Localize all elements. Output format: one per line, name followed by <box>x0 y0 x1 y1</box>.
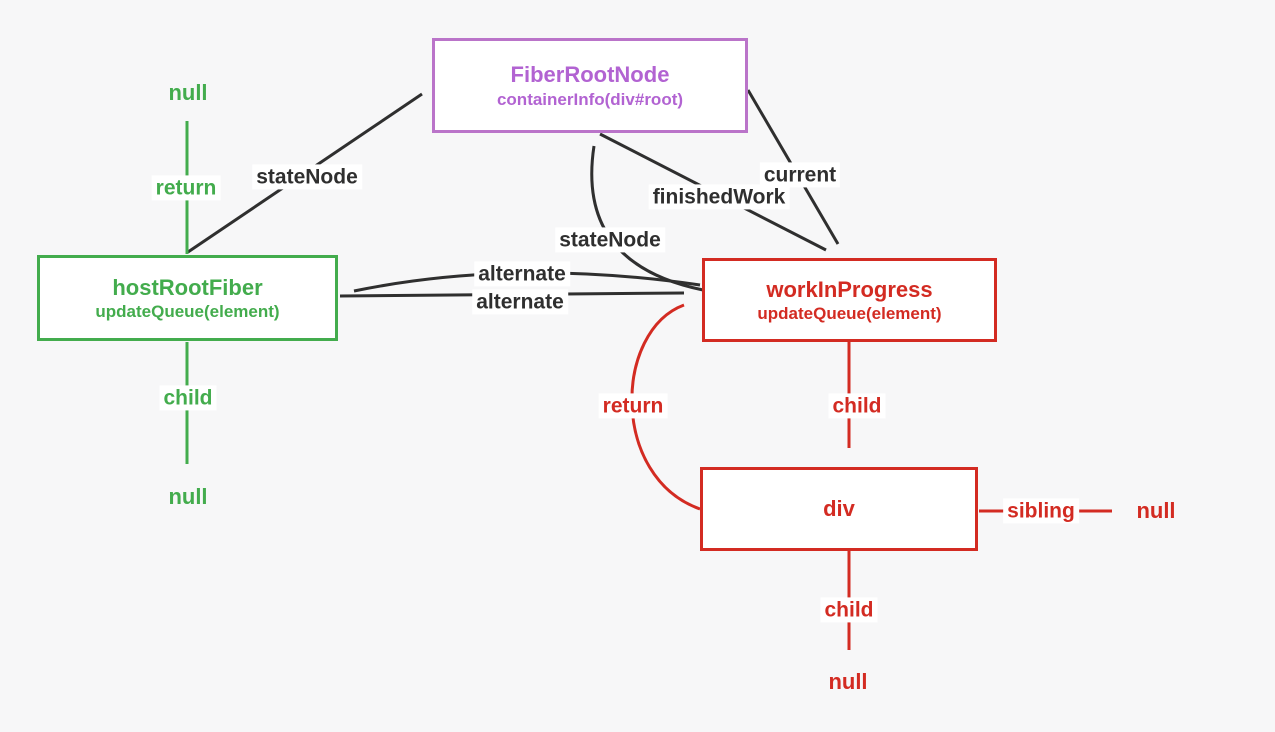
edge-label-return-red: return <box>598 393 668 419</box>
terminal-null-right: null <box>1136 498 1176 523</box>
edge-label-child-green: child <box>159 385 217 411</box>
node-fiber-root-title: FiberRootNode <box>510 62 670 88</box>
node-host-root-fiber-title: hostRootFiber <box>112 274 263 300</box>
terminal-null-bottom-left: null <box>168 484 208 509</box>
edge-label-child-red-2: child <box>820 597 878 623</box>
edge-label-alternate-bottom: alternate <box>472 289 568 315</box>
terminal-null-top-left: null <box>168 80 208 105</box>
edge-label-child-red-1: child <box>828 393 886 419</box>
edge-label-finishedwork: finishedWork <box>648 184 790 210</box>
node-div: div <box>700 467 978 551</box>
node-work-in-progress-subtitle: updateQueue(element) <box>757 304 942 324</box>
edge-statenode-center-arrow <box>590 145 704 292</box>
node-host-root-fiber: hostRootFiber updateQueue(element) <box>37 255 338 341</box>
edge-label-statenode-left: stateNode <box>252 164 362 190</box>
edge-label-sibling: sibling <box>1003 498 1079 524</box>
edge-label-current: current <box>759 162 841 188</box>
node-div-title: div <box>823 496 855 522</box>
edge-label-statenode-center: stateNode <box>555 227 665 253</box>
node-work-in-progress: workInProgress updateQueue(element) <box>702 258 997 342</box>
node-fiber-root-subtitle: containerInfo(div#root) <box>496 89 684 109</box>
node-work-in-progress-title: workInProgress <box>766 276 933 302</box>
terminal-null-bottom-right: null <box>828 669 868 694</box>
edge-label-alternate-top: alternate <box>474 261 570 287</box>
node-fiber-root: FiberRootNode containerInfo(div#root) <box>432 38 748 133</box>
edge-label-return-green: return <box>151 175 221 201</box>
node-host-root-fiber-subtitle: updateQueue(element) <box>95 302 280 322</box>
